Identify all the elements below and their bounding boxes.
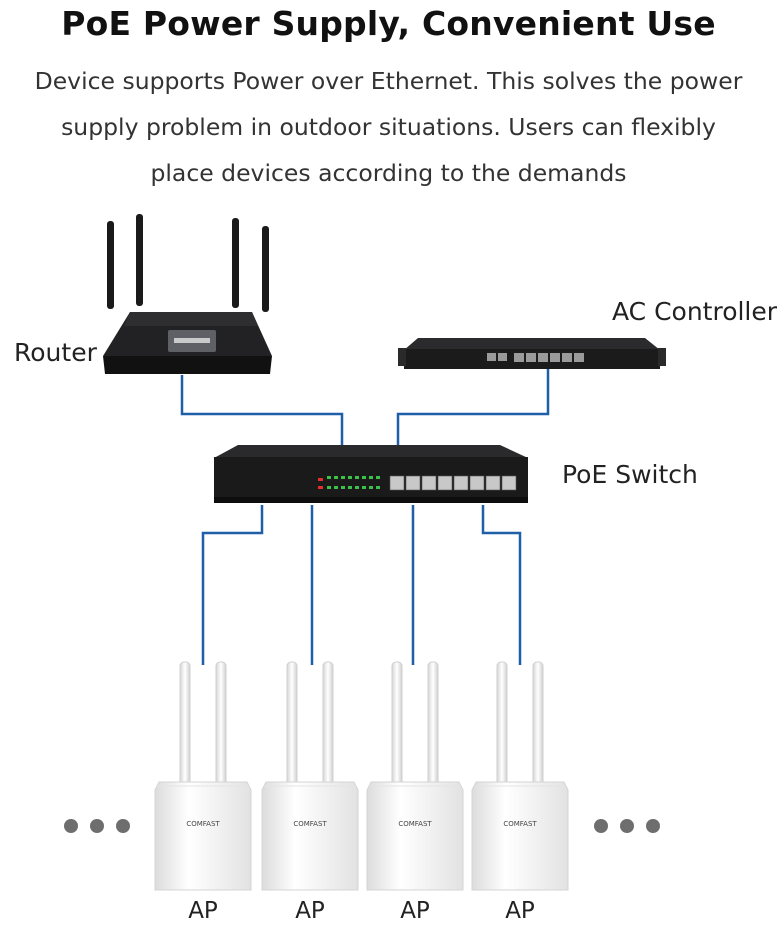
- ap-antenna: [322, 661, 334, 791]
- ap-body: [154, 781, 252, 891]
- poe-switch-leds: [318, 476, 380, 489]
- ap-brand-logo: COMFAST: [503, 820, 537, 828]
- ap-brand-logo: COMFAST: [293, 820, 327, 828]
- ap-label-3: AP: [400, 898, 430, 924]
- ellipsis-left-icon: [64, 819, 130, 833]
- poe-switch-device: [214, 445, 528, 503]
- cable-controller-switch: [396, 368, 550, 448]
- cables: [180, 368, 550, 665]
- router-antenna: [107, 221, 114, 309]
- ap-brand-logo: COMFAST: [186, 820, 220, 828]
- ac-controller-device: [398, 338, 666, 369]
- ap-antenna: [532, 661, 544, 791]
- ap-label-2: AP: [295, 898, 325, 924]
- ellipsis-right-icon: [594, 819, 660, 833]
- ac-controller-ports: [487, 353, 584, 362]
- page-title: PoE Power Supply, Convenient Use: [61, 4, 716, 43]
- router-label: Router: [14, 338, 97, 367]
- cable-router-switch: [180, 375, 344, 448]
- ap-antenna: [286, 661, 298, 791]
- access-point-4: COMFAST: [471, 661, 569, 891]
- ap-label-4: AP: [505, 898, 535, 924]
- access-point-3: COMFAST: [366, 661, 464, 891]
- access-point-2: COMFAST: [261, 661, 359, 891]
- description: Device supports Power over Ethernet. Thi…: [0, 58, 777, 196]
- cable-switch-ap1: [201, 505, 264, 665]
- ap-antenna: [215, 661, 227, 791]
- ap-antenna: [391, 661, 403, 791]
- description-line-1: Device supports Power over Ethernet. Thi…: [34, 67, 743, 95]
- ap-body: [261, 781, 359, 891]
- access-point-1: COMFAST: [154, 661, 252, 891]
- ap-brand-logo: COMFAST: [398, 820, 432, 828]
- router-antenna: [136, 214, 143, 306]
- router-antenna: [232, 218, 239, 308]
- ap-body: [471, 781, 569, 891]
- poe-switch-label: PoE Switch: [562, 460, 698, 489]
- ap-antenna: [427, 661, 439, 791]
- ac-controller-label: AC Controller: [612, 297, 777, 326]
- ap-body: [366, 781, 464, 891]
- ap-antenna: [179, 661, 191, 791]
- ap-label-1: AP: [188, 898, 218, 924]
- ap-antenna: [496, 661, 508, 791]
- router-device: [103, 214, 272, 374]
- router-antenna: [262, 226, 269, 312]
- description-line-2: supply problem in outdoor situations. Us…: [61, 113, 716, 141]
- poe-switch-ports: [389, 475, 517, 491]
- description-line-3: place devices according to the demands: [150, 159, 627, 187]
- cable-switch-ap4: [481, 505, 522, 665]
